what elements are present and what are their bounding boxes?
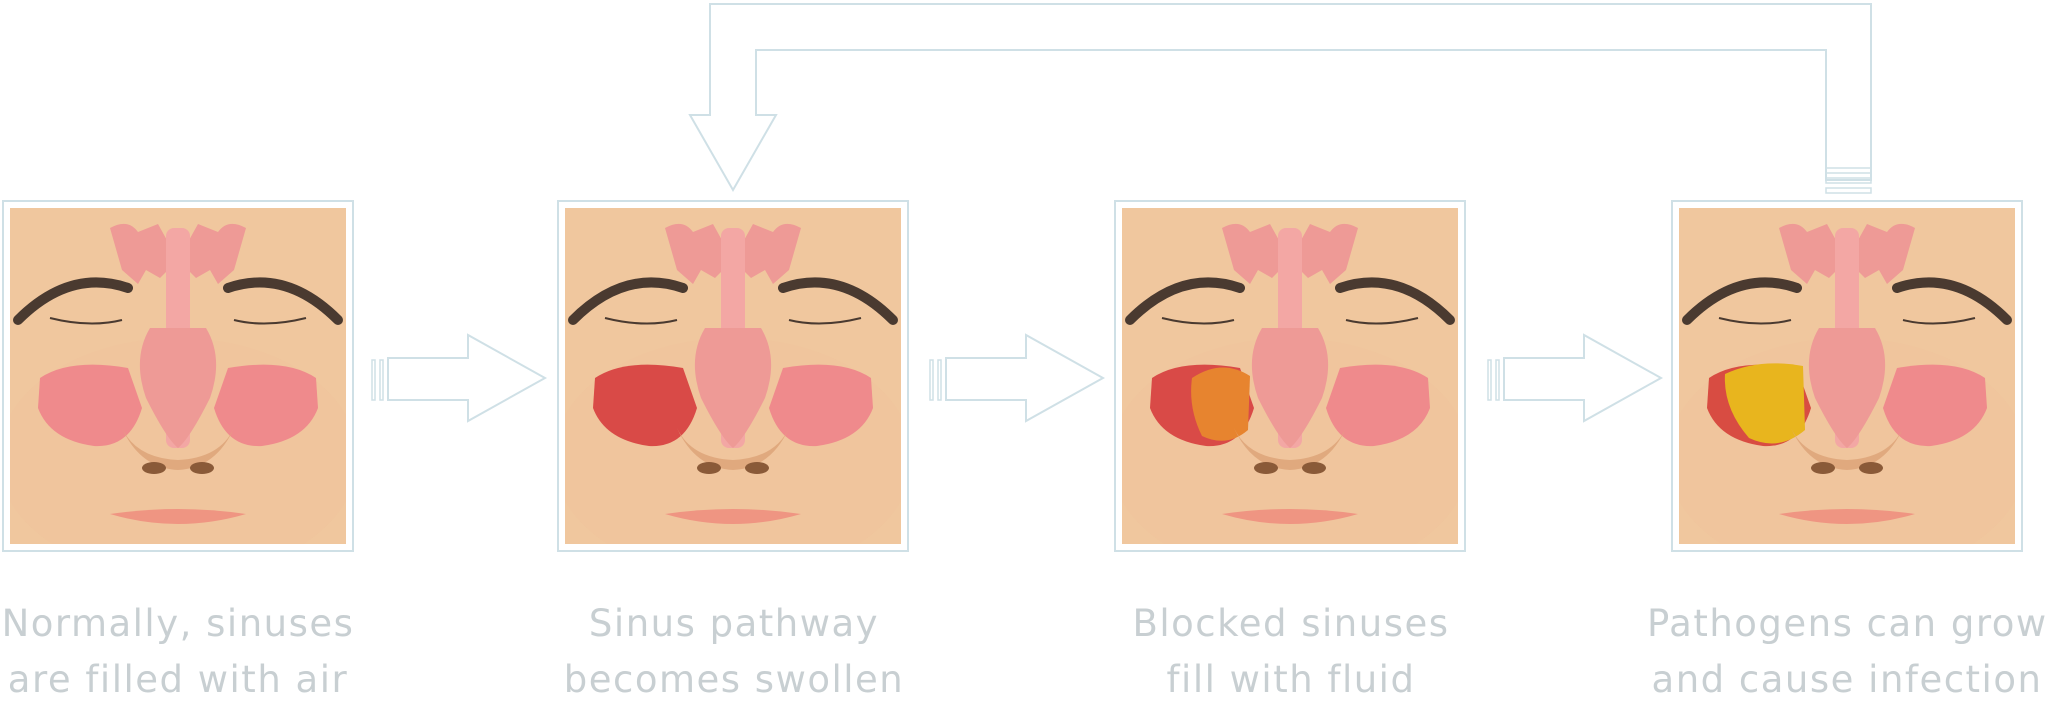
caption-line: Blocked sinuses <box>1132 602 1450 645</box>
face-infected-sinus-illustration <box>1679 208 2015 544</box>
step-4-panel <box>1671 200 2023 552</box>
caption-line: and cause infection <box>1651 658 2043 701</box>
step-3-caption: Blocked sinuses fill with fluid <box>1091 596 1491 708</box>
caption-line: Normally, sinuses <box>1 602 355 645</box>
face-normal-sinuses-illustration <box>10 208 346 544</box>
caption-line: Pathogens can grow <box>1647 602 2048 645</box>
caption-line: Sinus pathway <box>588 602 880 645</box>
step-4-caption: Pathogens can grow and cause infection <box>1647 596 2047 708</box>
step-1-caption: Normally, sinuses are filled with air <box>0 596 378 708</box>
arrow-step3-to-step4 <box>1487 333 1664 423</box>
caption-line: becomes swollen <box>563 658 905 701</box>
step-2-panel <box>557 200 909 552</box>
step-2-caption: Sinus pathway becomes swollen <box>534 596 934 708</box>
step-3-panel <box>1114 200 1466 552</box>
arrow-step2-to-step3 <box>929 333 1106 423</box>
loop-back-arrow <box>688 3 1872 194</box>
caption-line: fill with fluid <box>1166 658 1416 701</box>
face-swollen-sinus-illustration <box>565 208 901 544</box>
arrow-step1-to-step2 <box>371 333 548 423</box>
caption-line: are filled with air <box>7 658 349 701</box>
face-fluid-sinus-illustration <box>1122 208 1458 544</box>
step-1-panel <box>2 200 354 552</box>
